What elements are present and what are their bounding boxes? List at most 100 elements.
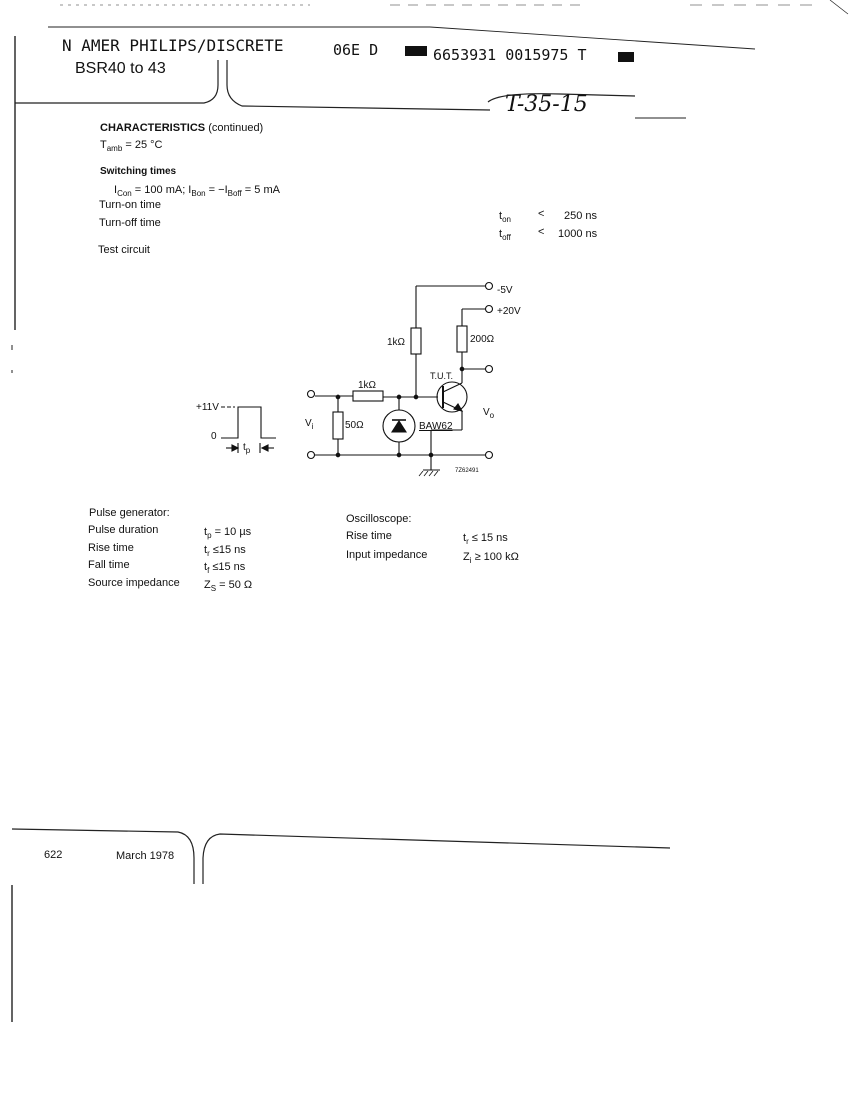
turn-on-label: Turn-on time	[99, 199, 161, 211]
toff-sym: t	[499, 228, 503, 240]
tamb-condition: Tamb = 25 °C	[100, 139, 162, 153]
resistor-200	[456, 325, 468, 353]
oscilloscope-row-symbol: Z	[463, 551, 470, 563]
handwritten-note: T-35-15	[505, 92, 588, 117]
header-block-1	[405, 46, 427, 56]
label-plus20v: +20V	[497, 306, 521, 317]
characteristics-heading: CHARACTERISTICS (continued)	[100, 122, 263, 134]
pulse-generator-row-value: tf ≤15 ns	[204, 561, 245, 575]
oscilloscope-row-label: Rise time	[346, 530, 392, 542]
pulse-generator-row-label: Fall time	[88, 559, 130, 571]
terminal-input	[306, 389, 316, 399]
turn-off-label: Turn-off time	[99, 217, 161, 229]
characteristics-heading-suffix: (continued)	[208, 122, 264, 134]
terminal-output	[484, 364, 494, 374]
vo-sym: V	[483, 407, 490, 418]
label-r1k-top: 1kΩ	[387, 337, 406, 348]
label-baw62: BAW62	[419, 421, 453, 432]
cond-s1: Con	[117, 189, 132, 199]
product-title: BSR40 to 43	[75, 60, 166, 77]
pulse-generator-row-amount: = 50 Ω	[216, 578, 253, 591]
resistor-1k-top	[410, 327, 422, 355]
oscilloscope-row-symbol: t	[463, 532, 467, 544]
vi-sym: V	[305, 418, 312, 429]
footer-date: March 1978	[116, 850, 175, 862]
figure-code: 7Z62491	[455, 468, 479, 474]
terminal-plus20v	[484, 304, 494, 314]
label-r200: 200Ω	[470, 334, 495, 345]
oscilloscope-row-subscript: r	[466, 537, 469, 547]
pulse-generator-row-symbol: t	[204, 543, 208, 556]
oscilloscope-row-label: Input impedance	[346, 549, 428, 561]
cond-i1: I	[114, 184, 118, 196]
toff-sub: off	[502, 233, 511, 243]
pulse-generator-row-value: ZS = 50 Ω	[204, 579, 252, 593]
label-tp: tp	[243, 442, 250, 455]
pulse-generator-row-symbol: t	[204, 561, 208, 573]
tp-sub: p	[245, 446, 251, 455]
pulse-generator-row-subscript: r	[207, 548, 210, 558]
pulse-generator-row-value: tp = 10 µs	[204, 526, 251, 540]
oscilloscope-heading: Oscilloscope:	[346, 513, 412, 525]
label-pulse-zero: 0	[211, 431, 217, 442]
pulse-generator-row-subscript: p	[207, 531, 212, 541]
label-r50: 50Ω	[345, 420, 364, 431]
pulse-generator-heading: Pulse generator:	[89, 507, 170, 519]
oscilloscope-row-amount: ≥ 100 kΩ	[471, 551, 519, 563]
ton-value: 250 ns	[564, 210, 598, 222]
ton-sym: t	[499, 210, 503, 222]
oscilloscope-row-amount: ≤ 15 ns	[468, 532, 508, 544]
switching-heading: Switching times	[100, 166, 177, 177]
cond-t1: = 100 mA; I	[131, 184, 192, 196]
oscilloscope-row-value: tr ≤ 15 ns	[463, 532, 508, 546]
switching-condition: ICon = 100 mA; IBon = −IBoff = 5 mA	[114, 184, 280, 198]
tamb-value: = 25 °C	[125, 139, 163, 151]
page-number: 622	[44, 849, 63, 861]
characteristics-heading-text: CHARACTERISTICS	[100, 122, 206, 134]
cond-s3: Boff	[227, 189, 242, 199]
pulse-generator-row-symbol: Z	[204, 578, 211, 591]
oscilloscope-row-subscript: i	[469, 556, 472, 566]
ton-operator: <	[538, 208, 545, 220]
toff-symbol: toff	[499, 228, 511, 242]
pulse-waveform	[221, 406, 276, 439]
vi-sub: i	[311, 422, 314, 431]
label-vo: Vo	[483, 407, 494, 420]
toff-operator: <	[538, 226, 545, 238]
pulse-generator-row-amount: ≤15 ns	[209, 561, 246, 573]
transistor-tut	[436, 381, 468, 413]
pulse-generator-row-label: Rise time	[88, 541, 134, 554]
cond-s2: Bon	[191, 189, 206, 199]
pulse-generator-row-label: Source impedance	[88, 576, 180, 589]
toff-value: 1000 ns	[558, 228, 598, 240]
ton-symbol: ton	[499, 210, 511, 224]
pulse-generator-row-amount: = 10 µs	[211, 526, 252, 538]
pulse-generator-row-subscript: f	[207, 566, 210, 576]
terminal-minus5v	[484, 281, 494, 291]
vo-sub: o	[489, 411, 495, 420]
header-code-2: 6653931 0015975 T	[433, 46, 587, 64]
oscilloscope-row-value: Zi ≥ 100 kΩ	[463, 551, 519, 565]
resistor-50	[332, 411, 344, 440]
header-stamp: N AMER PHILIPS/DISCRETE	[62, 36, 284, 55]
pulse-generator-row-amount: ≤15 ns	[209, 543, 246, 556]
test-circuit-label: Test circuit	[98, 244, 150, 256]
tp-sym: t	[243, 442, 246, 453]
tamb-symbol: T	[100, 139, 107, 151]
label-minus5v: -5V	[497, 285, 513, 296]
label-vi: Vi	[305, 418, 313, 431]
header-code-1: 06E D	[333, 41, 379, 59]
ton-sub: on	[502, 215, 511, 225]
label-pulse-high: +11V	[196, 402, 219, 413]
label-r1k-base: 1kΩ	[358, 380, 377, 391]
terminal-ground-in	[306, 450, 316, 460]
label-tut: T.U.T.	[430, 371, 454, 381]
resistor-1k-base	[352, 390, 384, 402]
tamb-sub: amb	[106, 144, 123, 154]
pulse-generator-row-symbol: t	[204, 526, 208, 538]
pulse-generator-row-value: tr ≤15 ns	[204, 544, 246, 558]
pulse-generator-row-subscript: S	[210, 583, 217, 593]
header-block-2	[618, 52, 634, 62]
